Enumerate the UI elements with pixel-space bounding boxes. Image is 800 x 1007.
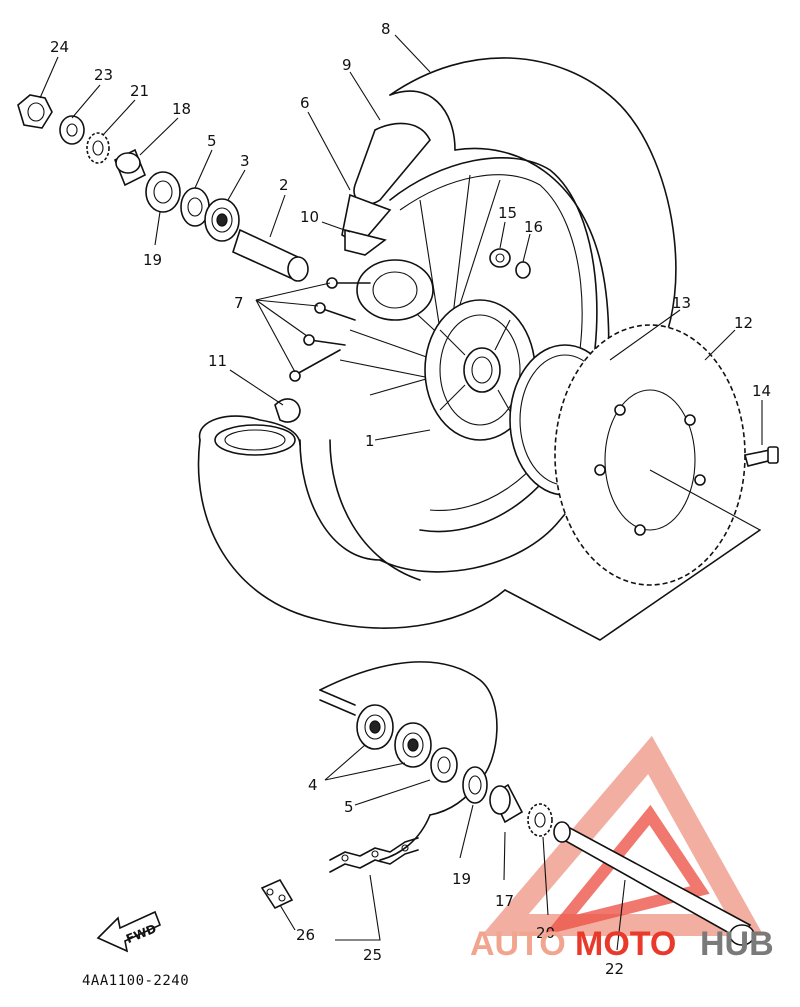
callout-5: 5 [207, 132, 217, 150]
callout-19b: 19 [452, 870, 471, 888]
nut-24-icon [17, 94, 53, 129]
watermark-logo-icon [481, 735, 764, 936]
chain-joint-icon [260, 878, 294, 910]
drive-chain-icon [329, 837, 419, 873]
callout-9: 9 [342, 56, 352, 74]
callout-22: 22 [605, 960, 624, 978]
washer-20-icon [527, 803, 553, 837]
callout-23: 23 [94, 66, 113, 84]
leader-lines [39, 34, 763, 951]
callout-3: 3 [240, 152, 250, 170]
watermark-text: AUTO MOTO HUB [470, 925, 774, 963]
collar-18-icon [113, 148, 147, 187]
inner-tube-drawing [341, 122, 431, 256]
callout-labels: 24 23 21 18 5 3 2 19 8 9 6 10 15 16 7 11… [50, 20, 771, 978]
axle-22-icon [553, 821, 755, 946]
collar-17-icon [489, 783, 524, 824]
lower-bearings [356, 704, 553, 837]
callout-2: 2 [279, 176, 289, 194]
drawing-code: 4AA1100-2240 [82, 973, 189, 989]
callout-6: 6 [300, 94, 310, 112]
callout-8: 8 [381, 20, 391, 38]
callout-11: 11 [208, 352, 227, 370]
watermark-hub: HUB [700, 925, 774, 963]
hub-drawing [356, 259, 536, 441]
callout-4: 4 [308, 776, 318, 794]
bearing-4b-icon [394, 722, 432, 768]
forward-arrow-icon: FWD [96, 910, 162, 953]
callout-25: 25 [363, 946, 382, 964]
callout-19: 19 [143, 251, 162, 269]
callout-26: 26 [296, 926, 315, 944]
nut-15-icon [489, 248, 511, 268]
callout-17: 17 [495, 892, 514, 910]
callout-12: 12 [734, 314, 753, 332]
axle-parts-left [17, 94, 309, 282]
watermark-auto: AUTO [470, 925, 566, 963]
spacer-5b-icon [430, 747, 458, 783]
sprocket-drawing [509, 324, 761, 586]
callout-14: 14 [752, 382, 771, 400]
bearing-3-icon [204, 198, 240, 242]
axle-collar-2-icon [232, 228, 309, 282]
washer-23-icon [59, 115, 85, 145]
bearing-4a-icon [356, 704, 394, 750]
washer-16-icon [515, 261, 531, 279]
callout-20: 20 [536, 924, 555, 942]
callout-24: 24 [50, 38, 69, 56]
callout-10: 10 [300, 208, 319, 226]
oil-seal-19b-icon [462, 766, 488, 804]
callout-1: 1 [365, 432, 375, 450]
bolt-14-icon [744, 446, 779, 467]
lock-washer-21-icon [86, 132, 110, 164]
valve-cap-icon [274, 398, 301, 423]
callout-7: 7 [234, 294, 244, 312]
oil-seal-19-icon [145, 171, 181, 213]
watermark-moto: MOTO [575, 925, 676, 963]
callout-15: 15 [498, 204, 517, 222]
callout-21: 21 [130, 82, 149, 100]
callout-5b: 5 [344, 798, 354, 816]
callout-16: 16 [524, 218, 543, 236]
spoke-nipples-icon [289, 277, 371, 382]
callout-13: 13 [672, 294, 691, 312]
callout-18: 18 [172, 100, 191, 118]
